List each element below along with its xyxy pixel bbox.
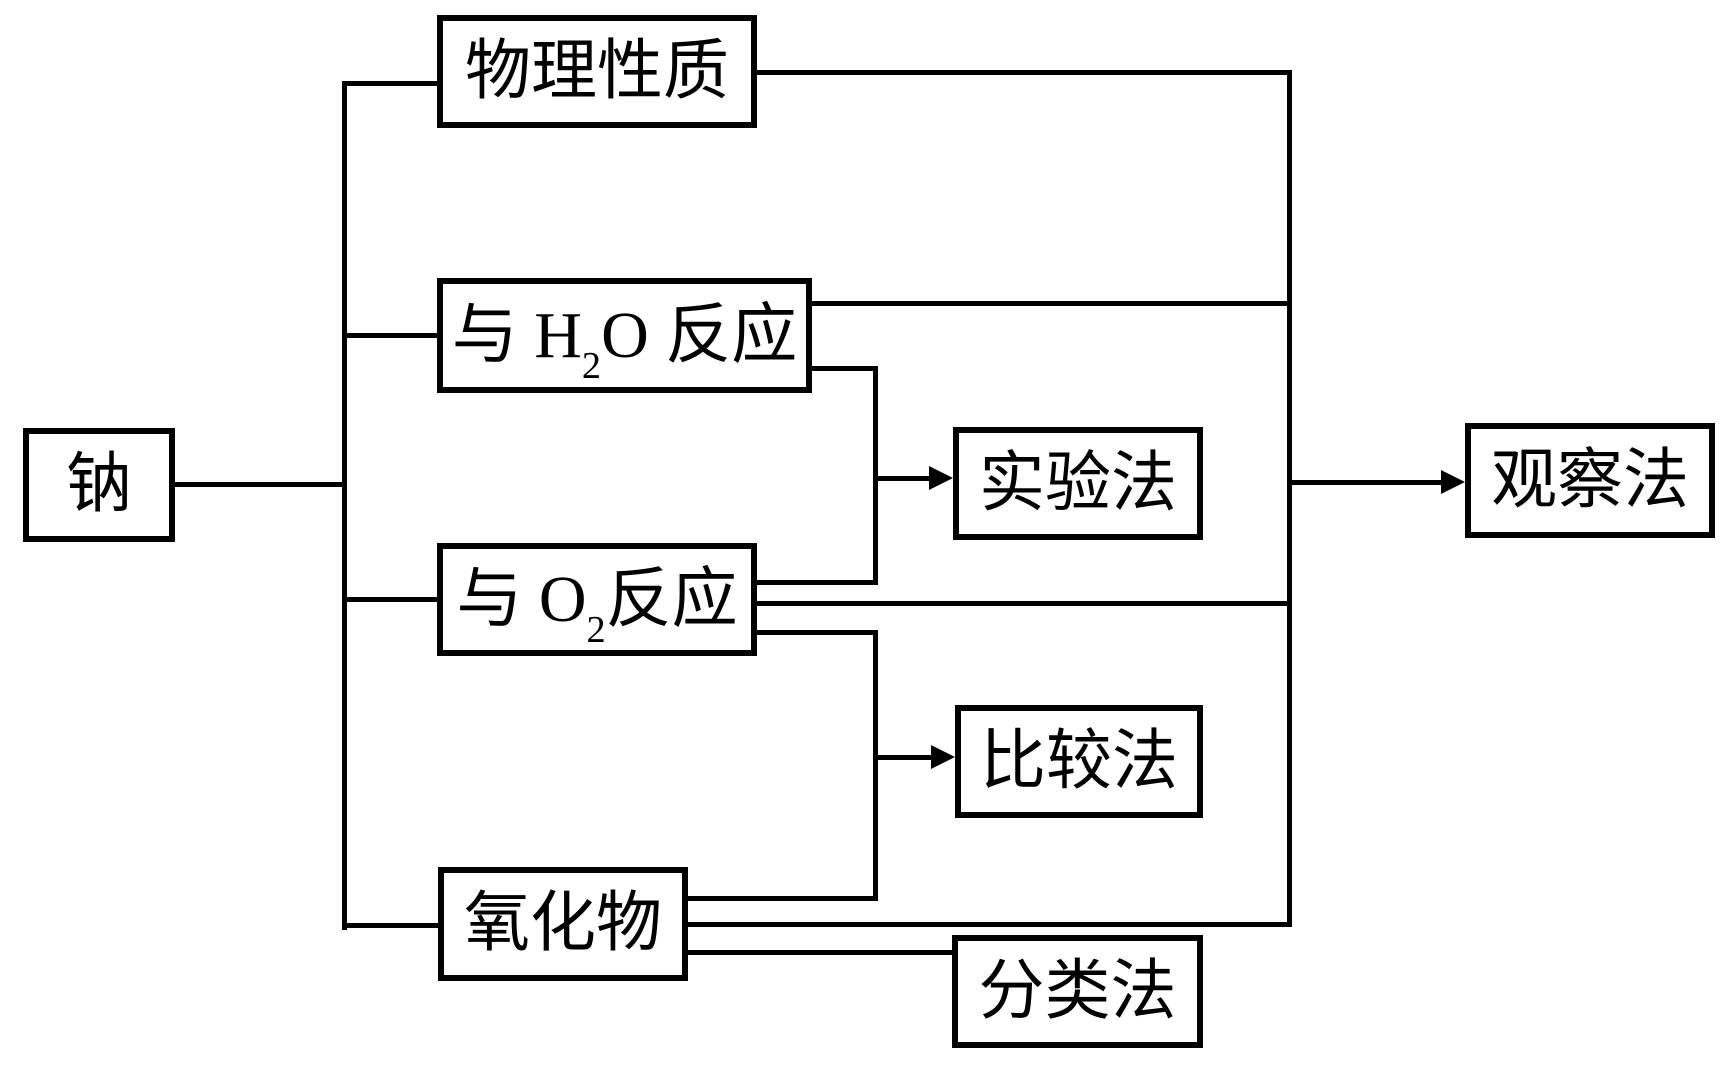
compare-junction-line: [873, 630, 878, 901]
node-sodium: 钠: [23, 428, 175, 542]
node-physical-properties-label: 物理性质: [465, 34, 729, 108]
node-reaction-with-o2-label: 与 O2反应: [456, 566, 737, 649]
arrow-shaft-to-observe: [1287, 480, 1445, 485]
node-comparison-method: 比较法: [955, 705, 1203, 818]
node-classification-method: 分类法: [952, 935, 1203, 1048]
node-experimental-method: 实验法: [953, 427, 1203, 540]
edge-sodium-to-trunk: [175, 482, 345, 487]
o2-label-pre: 与 O: [456, 562, 587, 636]
h2o-label-pre: 与 H: [451, 298, 582, 372]
right-spine-line: [1287, 70, 1292, 927]
o2-label-subscript: 2: [586, 608, 606, 651]
node-observation-method-label: 观察法: [1491, 443, 1689, 517]
arrowhead-to-experiment-icon: [929, 466, 953, 490]
h2o-label-subscript: 2: [581, 344, 602, 387]
edge-trunk-to-o2: [342, 597, 437, 602]
node-comparison-method-label: 比较法: [980, 724, 1178, 798]
node-oxides: 氧化物: [438, 867, 688, 981]
edge-oxides-to-classify: [688, 950, 952, 955]
edge-trunk-to-h2o: [342, 333, 437, 338]
edge-h2o-down-connector: [812, 366, 878, 371]
node-oxides-label: 氧化物: [464, 887, 662, 960]
node-reaction-with-h2o: 与 H2O 反应: [437, 278, 812, 393]
h2o-label-post: O 反应: [601, 298, 798, 372]
arrowhead-to-observe-icon: [1441, 470, 1465, 494]
arrowhead-to-compare-icon: [931, 745, 955, 769]
o2-label-post: 反应: [605, 562, 738, 636]
edge-physical-to-spine: [757, 70, 1292, 75]
node-physical-properties: 物理性质: [437, 15, 757, 128]
node-experimental-method-label: 实验法: [979, 446, 1177, 520]
edge-o2-to-spine: [757, 601, 1292, 606]
node-classification-method-label: 分类法: [978, 954, 1177, 1028]
node-sodium-label: 钠: [66, 448, 132, 521]
edge-o2-down-connector: [757, 630, 878, 635]
arrow-shaft-to-compare: [873, 755, 935, 760]
arrow-shaft-to-experiment: [873, 476, 933, 481]
edge-trunk-to-physical: [342, 81, 437, 86]
node-observation-method: 观察法: [1465, 423, 1715, 538]
left-trunk-line: [342, 81, 347, 930]
node-reaction-with-h2o-label: 与 H2O 反应: [452, 302, 797, 385]
edge-trunk-to-oxides: [342, 923, 438, 928]
edge-oxides-to-spine: [688, 922, 1292, 927]
edge-o2-up-connector: [757, 580, 878, 585]
edge-oxides-up-connector: [688, 896, 878, 901]
node-reaction-with-o2: 与 O2反应: [437, 543, 757, 656]
edge-h2o-to-spine: [812, 301, 1287, 306]
experiment-junction-line: [873, 366, 878, 585]
